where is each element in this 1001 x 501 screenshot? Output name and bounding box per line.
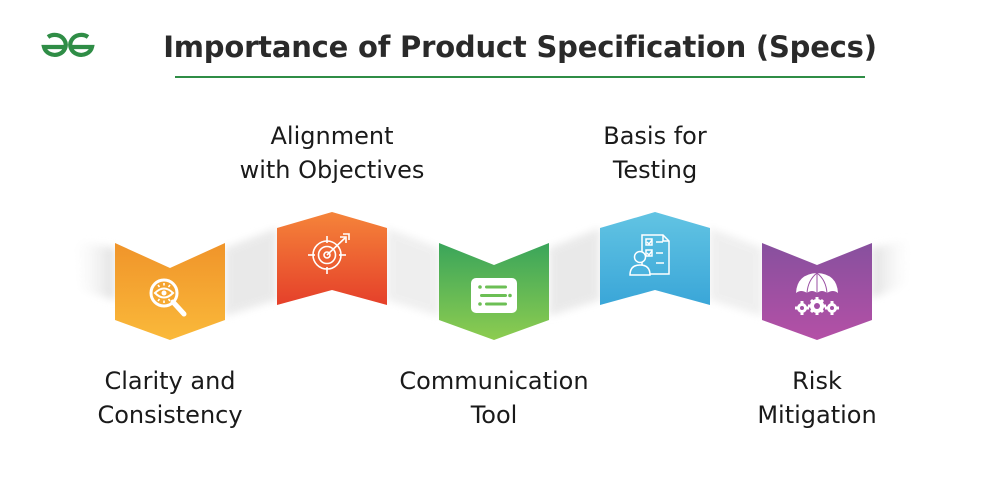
umbrella-gears-icon xyxy=(795,272,839,315)
label-line: Tool xyxy=(470,401,518,429)
label-line: Communication xyxy=(399,367,589,395)
label-line: with Objectives xyxy=(239,156,425,184)
label-communication-tool: Communication Tool xyxy=(384,364,604,432)
step-4-testing-shape xyxy=(600,212,710,305)
label-line: Risk xyxy=(792,367,842,395)
step-3-communication-shape xyxy=(439,243,549,340)
magnifier-eye-icon xyxy=(149,278,187,317)
step-1-clarity-shape xyxy=(115,243,225,340)
label-line: Clarity and xyxy=(104,367,236,395)
geeksforgeeks-logo-icon xyxy=(41,32,95,57)
label-line: Testing xyxy=(612,156,698,184)
label-line: Consistency xyxy=(97,401,243,429)
label-line: Basis for xyxy=(603,122,707,150)
label-line: Mitigation xyxy=(757,401,877,429)
list-document-icon xyxy=(471,278,517,313)
user-checklist-icon xyxy=(629,234,670,276)
title-underline xyxy=(175,76,865,78)
step-5-risk-shape xyxy=(762,243,872,340)
label-basis-for-testing: Basis for Testing xyxy=(555,119,755,187)
target-arrow-icon xyxy=(308,233,350,274)
label-line: Alignment xyxy=(270,122,394,150)
label-alignment-with-objectives: Alignment with Objectives xyxy=(222,119,442,187)
label-risk-mitigation: Risk Mitigation xyxy=(717,364,917,432)
page-title: Importance of Product Specification (Spe… xyxy=(163,30,877,64)
label-clarity-and-consistency: Clarity and Consistency xyxy=(70,364,270,432)
ribbon-shadows xyxy=(70,228,915,316)
step-2-alignment-shape xyxy=(277,212,387,305)
